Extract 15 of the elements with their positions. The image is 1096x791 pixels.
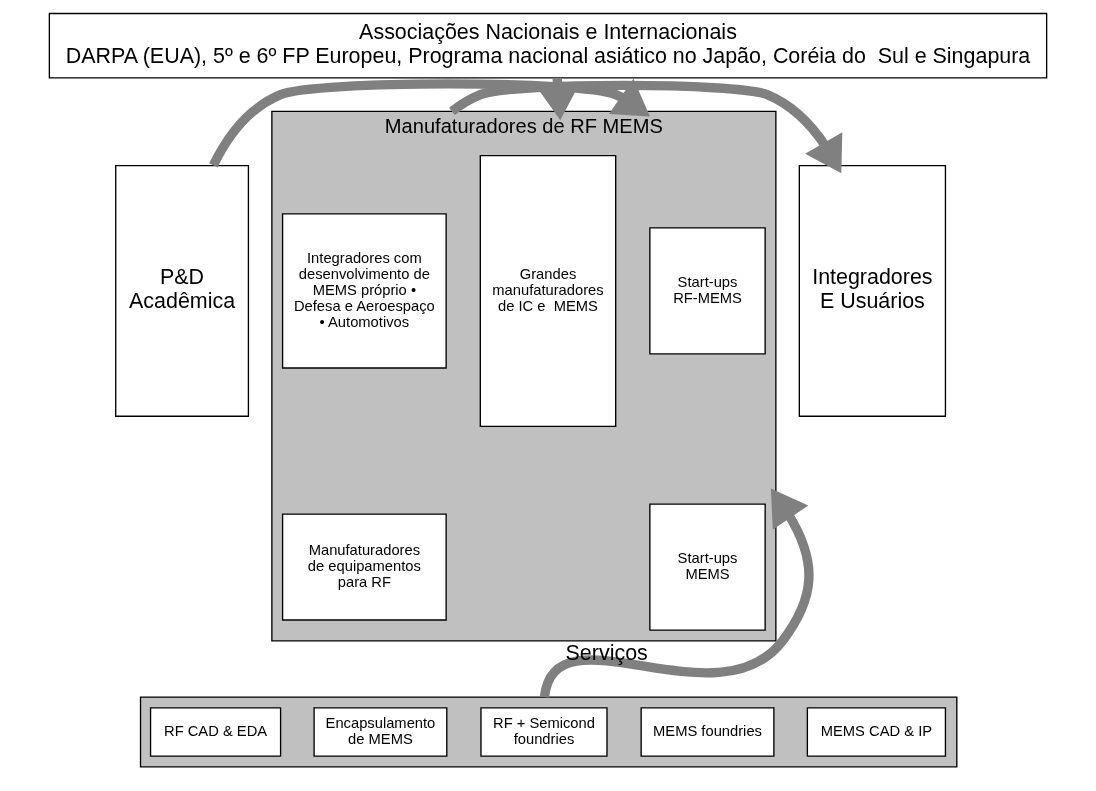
node-box: Associações Nacionais e Internacionais DARPA (EUA), 5º e 6º FP Europeu, Programa nacional asiático no Japão, Coréia do Sul e Singapura [48, 12, 1048, 79]
cluster [139, 696, 958, 768]
edge-label: Serviços [565, 640, 648, 665]
node-box: Start-ups RF-MEMS [649, 227, 766, 355]
node-box: Grandes manufaturadores de IC e MEMS [479, 154, 617, 427]
node-box: MEMS foundries [640, 707, 775, 757]
node-box: P&D Acadêmica [115, 164, 250, 417]
node-box: Manufaturadores de equipamentos para RF [281, 513, 447, 621]
node-box: Encapsulamento de MEMS [313, 707, 448, 757]
node-box: RF CAD & EDA [149, 707, 282, 757]
node-box: MEMS CAD & IP [806, 707, 947, 757]
node-box: Integradores com desenvolvimento de MEMS próprio • Defesa e Aeroespaço • Automotivos [281, 213, 447, 369]
node-box: RF + Semicond foundries [480, 707, 608, 757]
node-box: Start-ups MEMS [649, 503, 766, 631]
node-box: Integradores E Usuários [798, 164, 947, 417]
